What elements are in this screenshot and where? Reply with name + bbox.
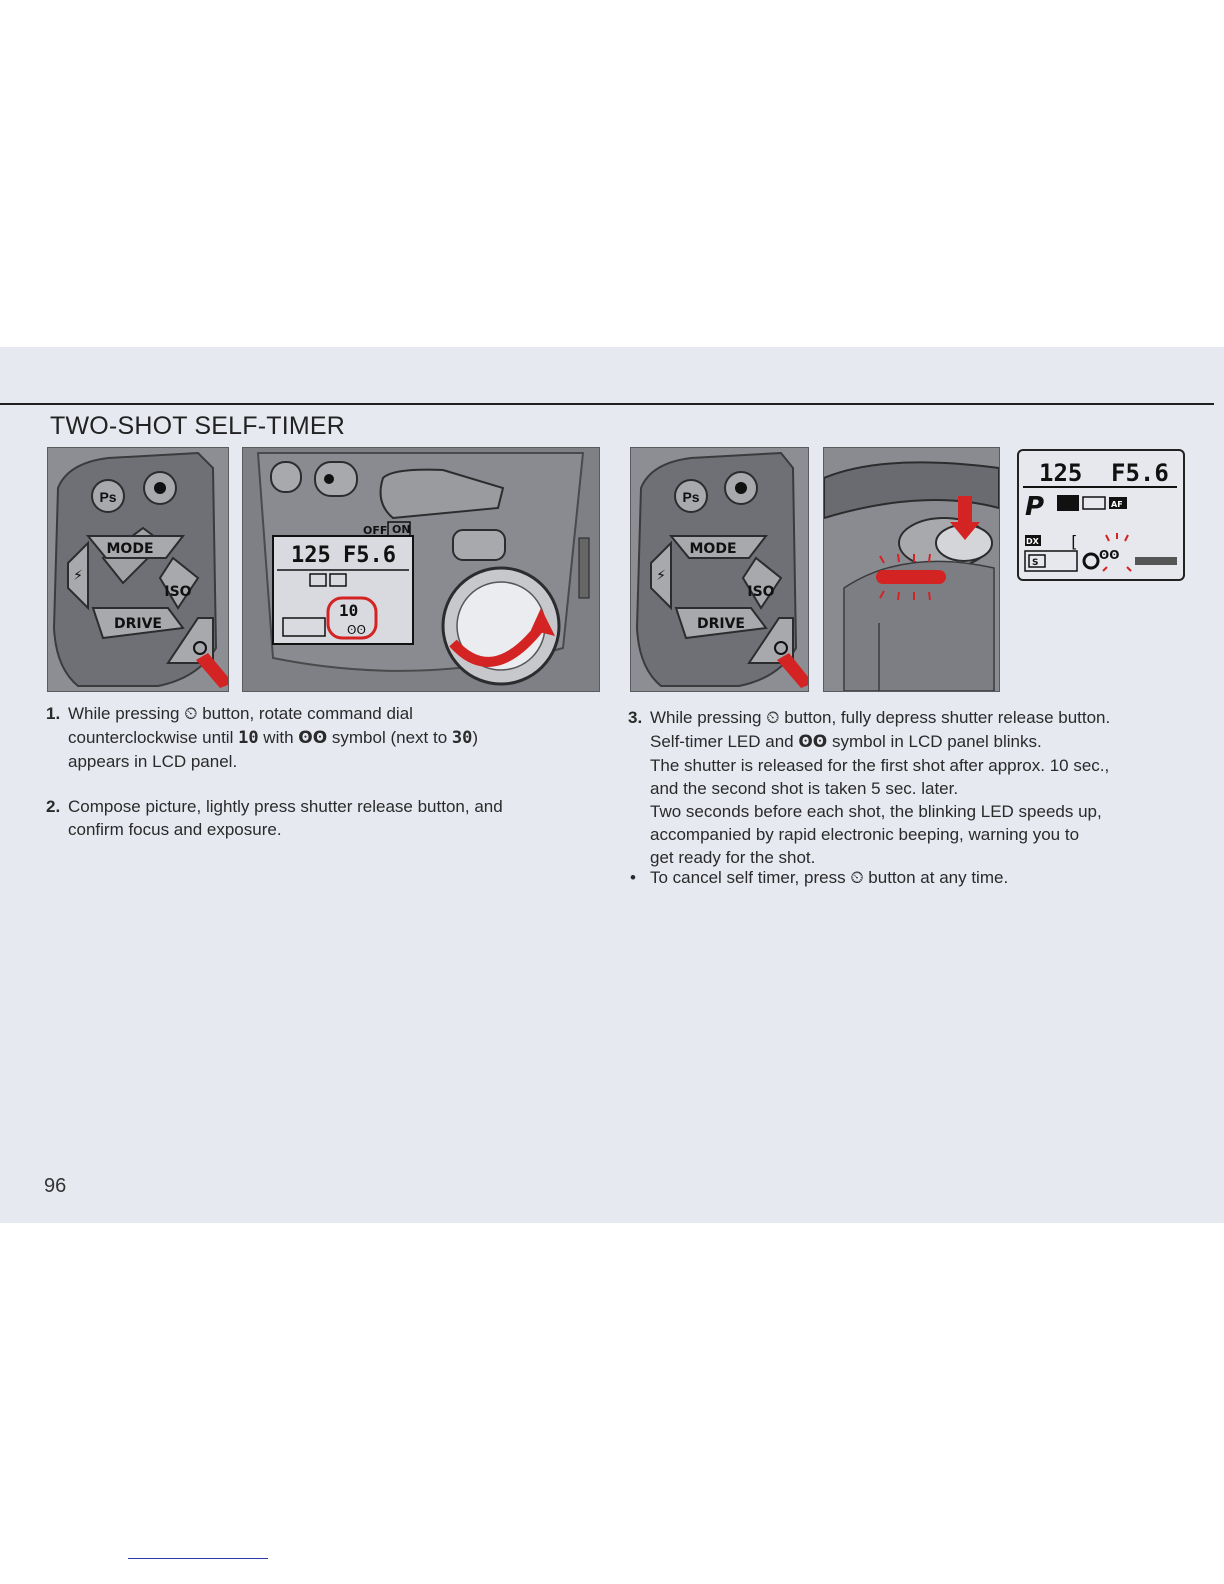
step-1-line-1: While pressing ⏲ button, rotate command … <box>68 704 413 724</box>
lcd-value-10: 10 <box>238 728 259 748</box>
lcd-exposure-mode: P <box>1025 492 1044 522</box>
step-3-line-4: and the second shot is taken 5 sec. late… <box>650 779 959 798</box>
power-switch-off-label: OFF <box>363 524 387 537</box>
step-number: 3. <box>628 708 643 727</box>
step-number: 2. <box>46 797 61 816</box>
two-shot-icon: ʘʘ <box>347 623 366 637</box>
step-number: 1. <box>46 704 61 723</box>
lcd-command-dial-illustration: OFF ON 125 F5.6 10 ʘʘ <box>242 447 600 692</box>
footer-link-underline <box>128 1558 268 1559</box>
step-3-line-6: accompanied by rapid electronic beeping,… <box>650 825 1080 844</box>
step-3: 3. While pressing ⏲ button, fully depres… <box>628 706 1200 869</box>
lcd-s: S <box>1032 558 1038 568</box>
lcd-dx: DX <box>1026 537 1040 546</box>
step-3-line-7: get ready for the shot. <box>650 848 816 867</box>
step-2-line-2: confirm focus and exposure. <box>68 820 282 839</box>
drive-button-label: DRIVE <box>114 616 162 632</box>
page-number: 96 <box>44 1175 67 1197</box>
self-timer-icon: ⏲ <box>766 708 780 728</box>
two-shot-timer-icon: ʘʘ <box>798 732 828 752</box>
power-switch-on-label: ON <box>392 523 411 536</box>
ps-button-label: Ps <box>682 489 699 505</box>
lcd-af: AF <box>1111 500 1123 509</box>
self-timer-icon: ⏲ <box>184 704 198 724</box>
step-1-line-2: counterclockwise until 10 with ʘʘ symbol… <box>68 728 479 748</box>
header-rule <box>0 403 1214 405</box>
bullet-icon: • <box>630 868 636 887</box>
lcd-shutter-speed: 125 <box>1039 459 1082 487</box>
mode-button-label: MODE <box>689 541 736 557</box>
section-title: TWO-SHOT SELF-TIMER <box>50 412 345 440</box>
lcd-counter: 10 <box>339 601 358 620</box>
step-2: 2. Compose picture, lightly press shutte… <box>46 795 588 841</box>
step-3-line-3: The shutter is released for the first sh… <box>650 756 1110 775</box>
iso-button-label: ISO <box>164 584 191 600</box>
lcd-value-30: 30 <box>451 728 473 748</box>
step-3-line-5: Two seconds before each shot, the blinki… <box>650 802 1102 821</box>
step-1: 1. While pressing ⏲ button, rotate comma… <box>46 702 588 773</box>
step-1-line-3: appears in LCD panel. <box>68 752 238 771</box>
iso-button-label: ISO <box>747 584 774 600</box>
svg-text:⚡: ⚡ <box>73 568 83 584</box>
lcd-aperture: F5.6 <box>343 543 396 568</box>
step-3-line-2: Self-timer LED and ʘʘ symbol in LCD pane… <box>650 732 1042 752</box>
svg-text:[: [ <box>1069 532 1079 551</box>
drive-button-label: DRIVE <box>697 616 745 632</box>
lcd-aperture: F5.6 <box>1111 459 1169 487</box>
self-timer-icon: ⏲ <box>850 868 864 888</box>
ps-button-label: Ps <box>99 489 116 505</box>
lcd-shutter-speed: 125 <box>291 543 331 568</box>
step-2-line-1: Compose picture, lightly press shutter r… <box>68 797 503 816</box>
lcd-panel-illustration: 125 F5.6 P AF DX S [ ʘʘ <box>1017 449 1185 581</box>
mode-button-label: MODE <box>106 541 153 557</box>
button-cluster-illustration-2: Ps MODE ⚡ ISO DRIVE <box>630 447 809 692</box>
two-shot-timer-icon: ʘʘ <box>298 728 328 748</box>
button-cluster-illustration-1: Ps MODE ⚡ ISO DRIVE <box>47 447 229 692</box>
step-3-line-1: While pressing ⏲ button, fully depress s… <box>650 708 1111 728</box>
svg-text:⚡: ⚡ <box>656 568 666 584</box>
two-shot-icon: ʘʘ <box>1099 548 1119 562</box>
shutter-release-illustration <box>823 447 1000 692</box>
cancel-note: • To cancel self timer, press ⏲ button a… <box>630 868 1009 888</box>
